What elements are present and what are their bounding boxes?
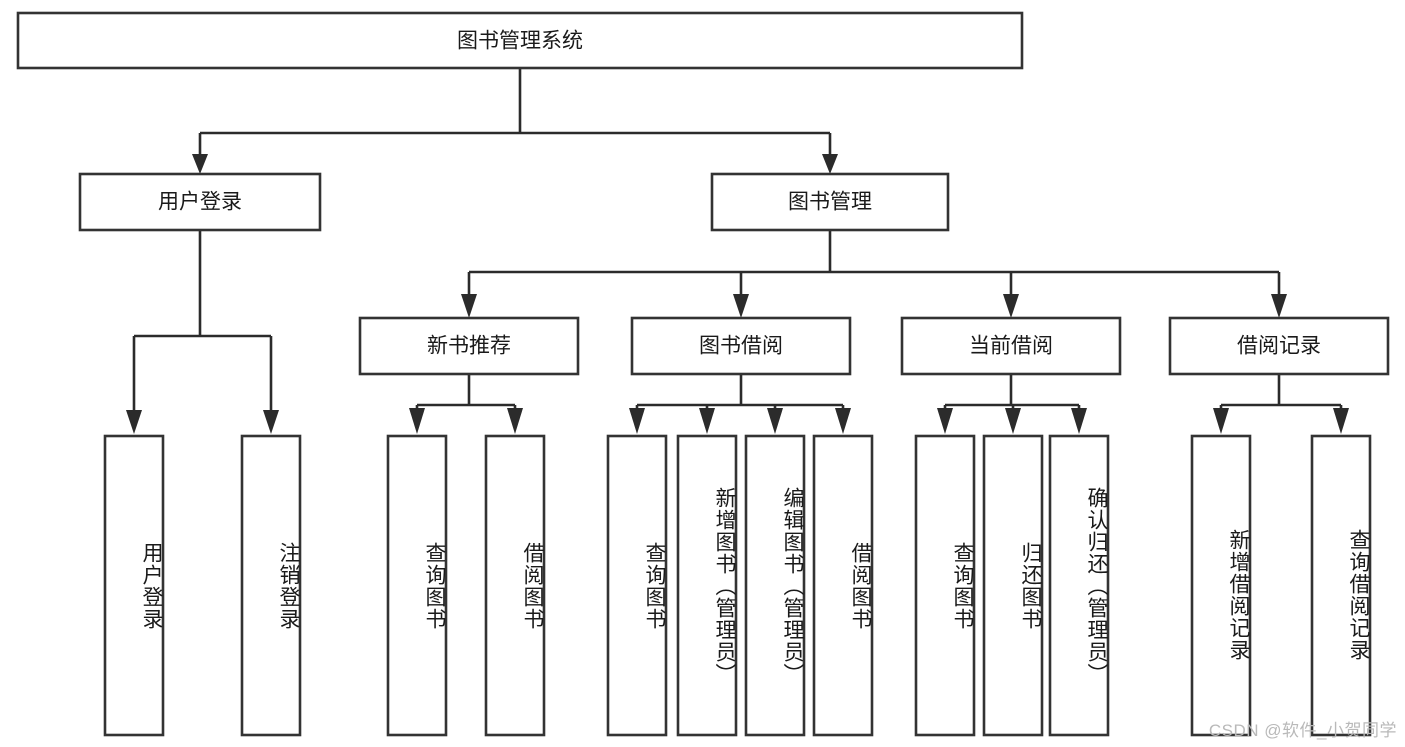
arrow-head-leaf-borrow-book-1 bbox=[507, 408, 523, 434]
node-box-current-borrow[interactable] bbox=[900, 316, 1122, 376]
node-box-root[interactable] bbox=[16, 11, 1024, 70]
node-book-borrow[interactable]: 图书借阅 bbox=[630, 316, 852, 376]
node-box-book-borrow[interactable] bbox=[630, 316, 852, 376]
node-label-book-management: 图书管理 bbox=[788, 191, 872, 214]
node-box-leaf-borrow-book-1[interactable] bbox=[484, 434, 546, 737]
node-box-leaf-return-book[interactable] bbox=[982, 434, 1044, 737]
node-box-leaf-user-login[interactable] bbox=[103, 434, 165, 737]
node-box-new-book-recommend[interactable] bbox=[358, 316, 580, 376]
connector-group-root bbox=[192, 68, 838, 174]
node-user-login[interactable]: 用户登录 bbox=[78, 172, 322, 232]
connector-group-user-login bbox=[126, 230, 279, 434]
node-box-leaf-add-book[interactable] bbox=[676, 434, 738, 737]
node-box-borrow-record[interactable] bbox=[1168, 316, 1390, 376]
arrow-head-leaf-return-book bbox=[1005, 408, 1021, 434]
node-box-leaf-edit-book[interactable] bbox=[744, 434, 806, 737]
csdn-watermark: CSDN @软件_小贺同学 bbox=[1208, 721, 1397, 740]
arrow-head-book-borrow bbox=[733, 294, 749, 318]
node-label-current-borrow: 当前借阅 bbox=[969, 335, 1053, 358]
node-box-leaf-confirm-return[interactable] bbox=[1048, 434, 1110, 737]
node-label-borrow-record: 借阅记录 bbox=[1237, 335, 1321, 358]
node-box-book-management[interactable] bbox=[710, 172, 950, 232]
node-box-leaf-add-borrow-record[interactable] bbox=[1190, 434, 1252, 737]
node-box-leaf-query-book-3[interactable] bbox=[914, 434, 976, 737]
arrow-head-leaf-query-borrow-record bbox=[1333, 408, 1349, 434]
leaf-box-group bbox=[103, 434, 1372, 737]
node-root[interactable]: 图书管理系统 bbox=[16, 11, 1024, 70]
node-box-leaf-borrow-book-2[interactable] bbox=[812, 434, 874, 737]
node-new-book-recommend[interactable]: 新书推荐 bbox=[358, 316, 580, 376]
node-book-management[interactable]: 图书管理 bbox=[710, 172, 950, 232]
arrow-head-leaf-query-book-1 bbox=[409, 408, 425, 434]
node-label-new-book-recommend: 新书推荐 bbox=[427, 335, 511, 358]
connector-group-current-borrow bbox=[937, 374, 1087, 434]
connector-group-borrow-record bbox=[1213, 374, 1349, 434]
node-box-leaf-query-book-1[interactable] bbox=[386, 434, 448, 737]
arrow-head-leaf-add-book bbox=[699, 408, 715, 434]
arrow-head-book-management bbox=[822, 154, 838, 174]
arrow-head-leaf-borrow-book-2 bbox=[835, 408, 851, 434]
arrow-head-leaf-user-login bbox=[126, 410, 142, 434]
node-box-leaf-query-borrow-record[interactable] bbox=[1310, 434, 1372, 737]
arrow-head-leaf-edit-book bbox=[767, 408, 783, 434]
node-box-user-login[interactable] bbox=[78, 172, 322, 232]
arrow-head-leaf-query-book-3 bbox=[937, 408, 953, 434]
arrow-head-new-book-recommend bbox=[461, 294, 477, 318]
arrow-head-leaf-confirm-return bbox=[1071, 408, 1087, 434]
arrow-head-user-login bbox=[192, 154, 208, 174]
node-borrow-record[interactable]: 借阅记录 bbox=[1168, 316, 1390, 376]
node-current-borrow[interactable]: 当前借阅 bbox=[900, 316, 1122, 376]
connector-group-book-management bbox=[461, 230, 1287, 318]
arrow-head-borrow-record bbox=[1271, 294, 1287, 318]
arrow-head-leaf-add-borrow-record bbox=[1213, 408, 1229, 434]
arrow-head-current-borrow bbox=[1003, 294, 1019, 318]
arrow-head-leaf-query-book-2 bbox=[629, 408, 645, 434]
node-label-user-login: 用户登录 bbox=[158, 191, 242, 214]
connector-group-book-borrow bbox=[629, 374, 851, 434]
node-box-leaf-query-book-2[interactable] bbox=[606, 434, 668, 737]
node-label-root: 图书管理系统 bbox=[457, 30, 583, 53]
node-label-book-borrow: 图书借阅 bbox=[699, 335, 783, 358]
connector-group-new-book-recommend bbox=[409, 374, 523, 434]
arrow-head-leaf-user-logout bbox=[263, 410, 279, 434]
node-box-leaf-user-logout[interactable] bbox=[240, 434, 302, 737]
